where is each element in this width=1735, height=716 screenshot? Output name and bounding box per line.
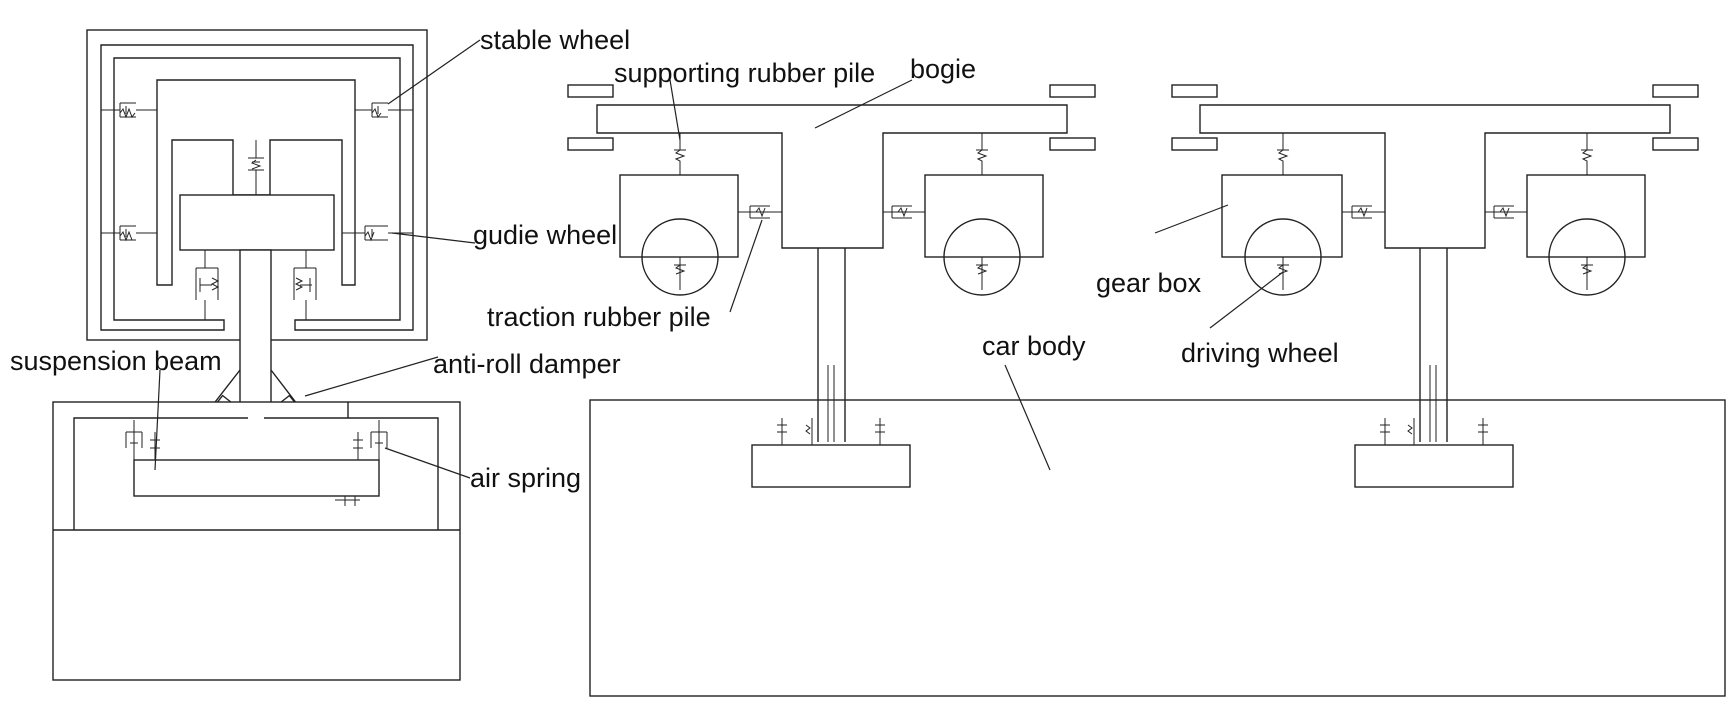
leader-lines [154,39,1284,479]
top-spring [248,140,264,195]
labels: stable wheel supporting rubber pile bogi… [10,25,1339,493]
air-springs-section [125,420,388,460]
bogie-stem-1 [817,248,846,442]
gear-box-2a [1221,174,1343,258]
lower-spring-dampers [195,250,317,320]
gear-box-1b [924,174,1044,258]
label-air-spring: air spring [470,463,581,493]
stable-wheel-springs [101,102,413,119]
lateral-damper [335,496,360,506]
label-driving-wheel: driving wheel [1181,338,1339,368]
driving-wheel-1b [943,218,1021,296]
gear-box-1a [619,174,739,258]
label-car-body: car body [982,331,1086,361]
bogie-2 [1171,84,1699,488]
bogie-1 [567,84,1096,488]
traction-box-1 [751,444,911,488]
driving-wheel-2a [1244,218,1322,296]
traction-box-2 [1354,444,1514,488]
car-body-inner-wall [73,417,439,530]
suspension-beam [133,459,380,497]
driving-wheel-2b [1548,218,1626,296]
label-gear-box: gear box [1096,268,1202,298]
guide-wheel-springs [101,225,413,242]
label-suspension-beam: suspension beam [10,346,222,376]
label-gudie-wheel: gudie wheel [473,220,617,250]
label-anti-roll-damper: anti-roll damper [433,349,621,379]
car-body-section [52,401,461,681]
wheel-stub [567,84,614,98]
label-bogie: bogie [910,54,976,84]
driving-wheel-1a [641,218,719,296]
label-traction-rubber-pile: traction rubber pile [487,302,711,332]
bogie-frame-1 [596,104,1068,249]
label-supporting-rubber-pile: supporting rubber pile [614,58,875,88]
guide-wheel-box [179,194,335,251]
bogie-stem-2 [1419,248,1448,442]
label-stable-wheel: stable wheel [480,25,630,55]
side-view [567,84,1726,697]
gear-box-2b [1526,174,1646,258]
cross-section-view [52,29,461,681]
track-beam-inner [100,44,414,331]
bogie-frame-2 [1199,104,1671,249]
